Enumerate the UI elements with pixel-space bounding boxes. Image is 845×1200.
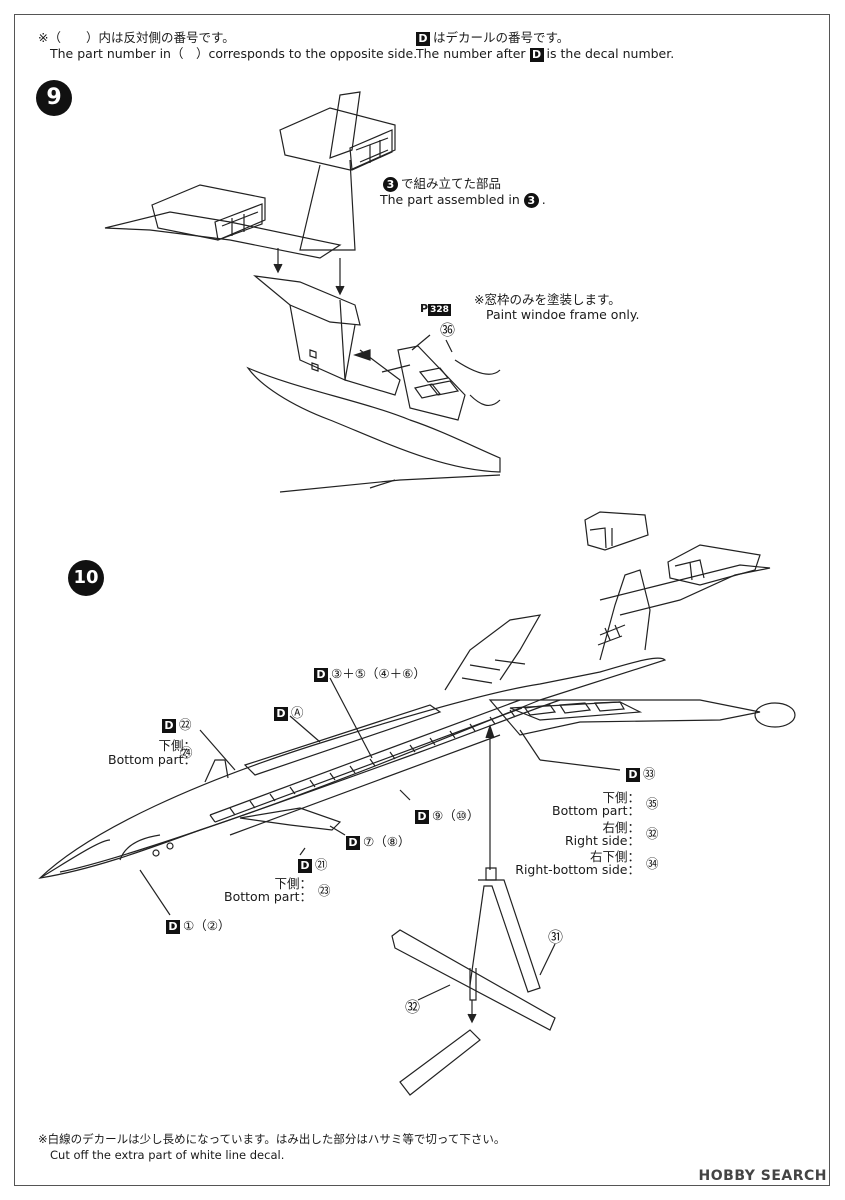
decal-34-jp: 右下側： <box>589 849 640 864</box>
decal-33-text: ㉝ <box>643 766 656 781</box>
wing-tip-pod <box>754 702 796 728</box>
stand-leg <box>399 1029 481 1096</box>
decal-32-jp: 右側： <box>602 820 640 835</box>
decal-24-en: Bottom part： <box>80 752 196 767</box>
decal-23-num: ㉓ <box>318 883 331 898</box>
decal-marker: D <box>274 707 288 721</box>
decal-22-text: ㉒ <box>179 717 192 732</box>
stand-peg <box>485 867 497 881</box>
assembled-en-text: The part assembled in <box>380 192 520 207</box>
window-frame-part <box>397 345 466 421</box>
decal-24-jp: 下側： <box>100 738 196 753</box>
paint-note-en: Paint windoe frame only. <box>486 307 640 322</box>
step-ref-badge: 3 <box>383 177 398 192</box>
tail-fin <box>599 569 651 661</box>
fin-tip <box>329 91 361 159</box>
assembled-note-en: The part assembled in 3. <box>380 192 546 208</box>
engine-pod-top <box>279 107 396 171</box>
decal-legend-en-b: is the decal number. <box>546 46 675 61</box>
decal-marker: D <box>416 32 430 46</box>
decal-marker: D <box>529 48 544 62</box>
decal-34-en: Right-bottom side： <box>515 862 640 877</box>
decal-24-num: ㉔ <box>180 745 193 760</box>
decal-legend-en-a: The number after <box>416 46 526 61</box>
tail-pod-top <box>584 511 649 551</box>
step-10-badge: 10 <box>68 560 104 596</box>
decal-marker: D <box>298 859 312 873</box>
nose-cone-line <box>119 834 161 861</box>
decal-strip <box>243 704 442 776</box>
dorsal-fin <box>204 759 229 783</box>
stabilizer <box>104 211 342 259</box>
stand-upright <box>469 879 541 993</box>
decal-marker: D <box>415 810 429 824</box>
decal-marker: D <box>346 836 360 850</box>
step-9-badge: 9 <box>36 80 72 116</box>
bottom-jp: 下側： <box>158 738 196 753</box>
main-wing <box>488 699 761 736</box>
footer-note-jp: ※白線のデカールは少し長めになっています。はみ出した部分はハサミ等で切って下さい… <box>38 1132 506 1146</box>
vertical-fin <box>299 159 356 251</box>
tail-stabilizer <box>599 564 771 616</box>
fuselage-rear <box>246 366 501 473</box>
watermark: HOBBY SEARCH <box>698 1168 827 1184</box>
decal-35-jp: 下側： <box>602 790 640 805</box>
decal-marker: D <box>166 920 180 934</box>
canard <box>239 807 342 831</box>
part-32-label: ㉜ <box>405 998 421 1016</box>
bottom-en: Bottom part： <box>108 752 196 767</box>
decal-a-text: Ⓐ <box>291 705 304 720</box>
footer-note-en: Cut off the extra part of white line dec… <box>50 1148 285 1162</box>
decal-34-num: ㉞ <box>646 856 659 871</box>
step-ref-badge: 3 <box>523 193 539 208</box>
paint-code-number: 328 <box>428 304 451 316</box>
decal-marker: D <box>162 719 176 733</box>
paint-note-jp: ※窓枠のみを塗装します。 <box>474 292 621 307</box>
decal-21-text: ㉑ <box>315 857 328 872</box>
decal-23-en: Bottom part： <box>224 889 312 904</box>
decal-9-text: ⑨（⑩） <box>432 808 480 823</box>
decal-legend-jp-text: はデカールの番号です。 <box>433 30 570 45</box>
assembled-en-end: . <box>541 192 546 207</box>
decal-32-en: Right side： <box>564 833 640 848</box>
engine-pod-left <box>151 184 266 241</box>
assembled-jp-text: で組み立てた部品 <box>401 176 502 191</box>
decal-7-text: ⑦（⑧） <box>363 834 411 849</box>
decal-marker: D <box>314 668 328 682</box>
tail-pod-right <box>667 544 761 586</box>
decal-1-text: ①（②） <box>183 918 231 933</box>
header-note-en: The part number in（ ）corresponds to the … <box>50 46 418 61</box>
part-36-label: ㊱ <box>440 321 456 339</box>
decal-35-num: ㉟ <box>646 796 659 811</box>
rear-fin <box>444 614 542 691</box>
decal-32-num: ㉜ <box>646 826 659 841</box>
page-frame <box>14 14 830 1186</box>
decal-35-en: Bottom part： <box>552 803 640 818</box>
decal-top-text: ③＋⑤（④＋⑥） <box>331 666 426 681</box>
decal-23-jp: 下側： <box>274 876 312 891</box>
paint-code-letter: P <box>420 302 429 315</box>
stand-base-bar <box>391 929 556 1031</box>
decal-marker: D <box>626 768 640 782</box>
header-note-jp: ※（ ）内は反対側の番号です。 <box>38 30 235 45</box>
part-31-label: ㉛ <box>548 928 564 946</box>
fin-base <box>253 275 361 326</box>
